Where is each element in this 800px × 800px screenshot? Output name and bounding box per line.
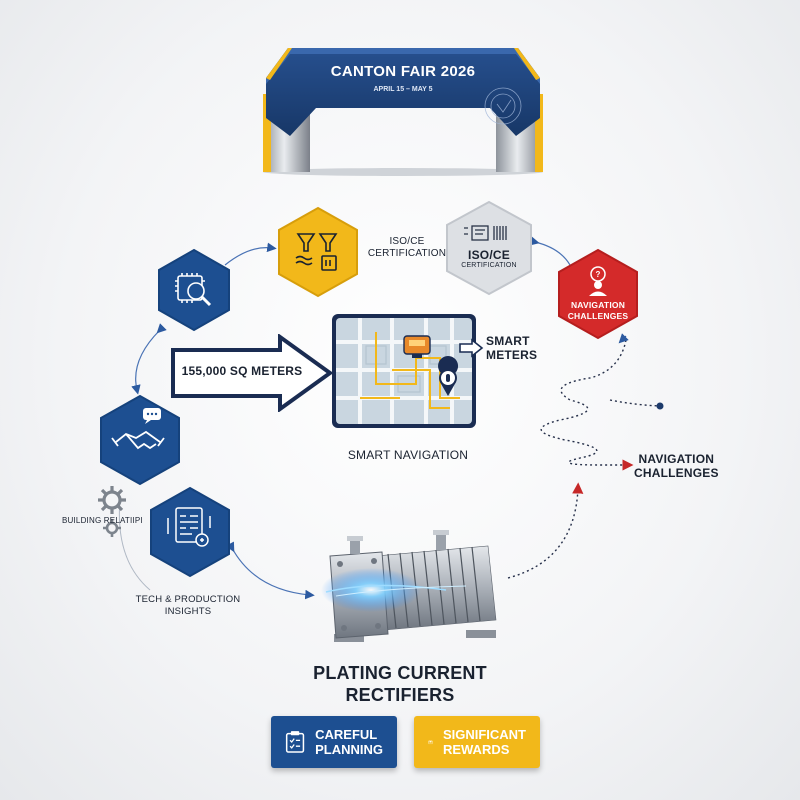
- building-relationships-label: BUILDING RELATIIPI: [62, 516, 143, 525]
- gears-icon: [96, 480, 136, 547]
- medal-icon: [484, 87, 522, 125]
- smart-meters-pointer: [458, 338, 484, 363]
- careful-planning-label: CAREFUL PLANNING: [315, 727, 383, 757]
- smart-navigation-label: SMART NAVIGATION: [347, 448, 469, 462]
- location-pin-icon: [438, 356, 459, 396]
- navigation-challenges-label: NAVIGATION CHALLENGES: [634, 452, 719, 480]
- area-arrow: 155,000 SQ METERS: [170, 333, 334, 417]
- navigation-challenges-hex-label: NAVIGATION CHALLENGES: [567, 300, 629, 321]
- treasure-chest-icon: [428, 740, 433, 744]
- area-label: 155,000 SQ METERS: [181, 364, 303, 378]
- significant-rewards-button[interactable]: SIGNIFICANT REWARDS: [414, 716, 540, 768]
- person-question-icon: ?: [589, 266, 607, 296]
- document-report-icon: [167, 507, 211, 547]
- svg-text:?: ?: [596, 270, 601, 279]
- hex-tech-production[interactable]: [148, 486, 232, 578]
- chip-magnifier-icon: [175, 273, 212, 307]
- canton-fair-arch: CANTON FAIR 2026 APRIL 15 – MAY 5: [258, 48, 548, 176]
- smart-meter-icon: [403, 335, 431, 358]
- arrow-right-icon: [459, 338, 484, 358]
- significant-rewards-label: SIGNIFICANT REWARDS: [442, 727, 526, 757]
- certificate-barcode-icon: [464, 225, 507, 241]
- funnel-filter-icon: [295, 233, 338, 271]
- hex-navigation-challenges[interactable]: ? NAVIGATION CHALLENGES: [556, 248, 640, 340]
- arch-title: CANTON FAIR 2026: [330, 63, 476, 80]
- clipboard-checklist-icon: [285, 731, 305, 753]
- smart-meters-label: SMART METERS: [486, 334, 538, 362]
- product-title: PLATING CURRENT RECTIFIERS: [313, 663, 487, 705]
- careful-planning-button[interactable]: CAREFUL PLANNING: [271, 716, 397, 768]
- hex-iso-ce-gray[interactable]: ISO/CE CERTIFICATION: [444, 200, 534, 296]
- hex-chip-inspection[interactable]: [156, 248, 232, 332]
- tech-production-label: TECH & PRODUCTION INSIGHTS: [135, 594, 241, 617]
- hex-iso-ce-yellow[interactable]: [276, 206, 360, 298]
- rectifier-device: [316, 530, 516, 653]
- arch-dates: APRIL 15 – MAY 5: [373, 86, 433, 93]
- iso-ce-gray-title: ISO/CE: [468, 248, 510, 262]
- smart-map[interactable]: [330, 312, 478, 435]
- hex-handshake[interactable]: [98, 394, 182, 486]
- chat-bubble-icon: [143, 408, 161, 424]
- handshake-icon: [111, 430, 165, 450]
- iso-ce-gray-subtitle: CERTIFICATION: [461, 262, 517, 269]
- arch-graphic: [263, 48, 543, 176]
- iso-ce-certification-label: ISO/CE CERTIFICATION: [367, 236, 447, 259]
